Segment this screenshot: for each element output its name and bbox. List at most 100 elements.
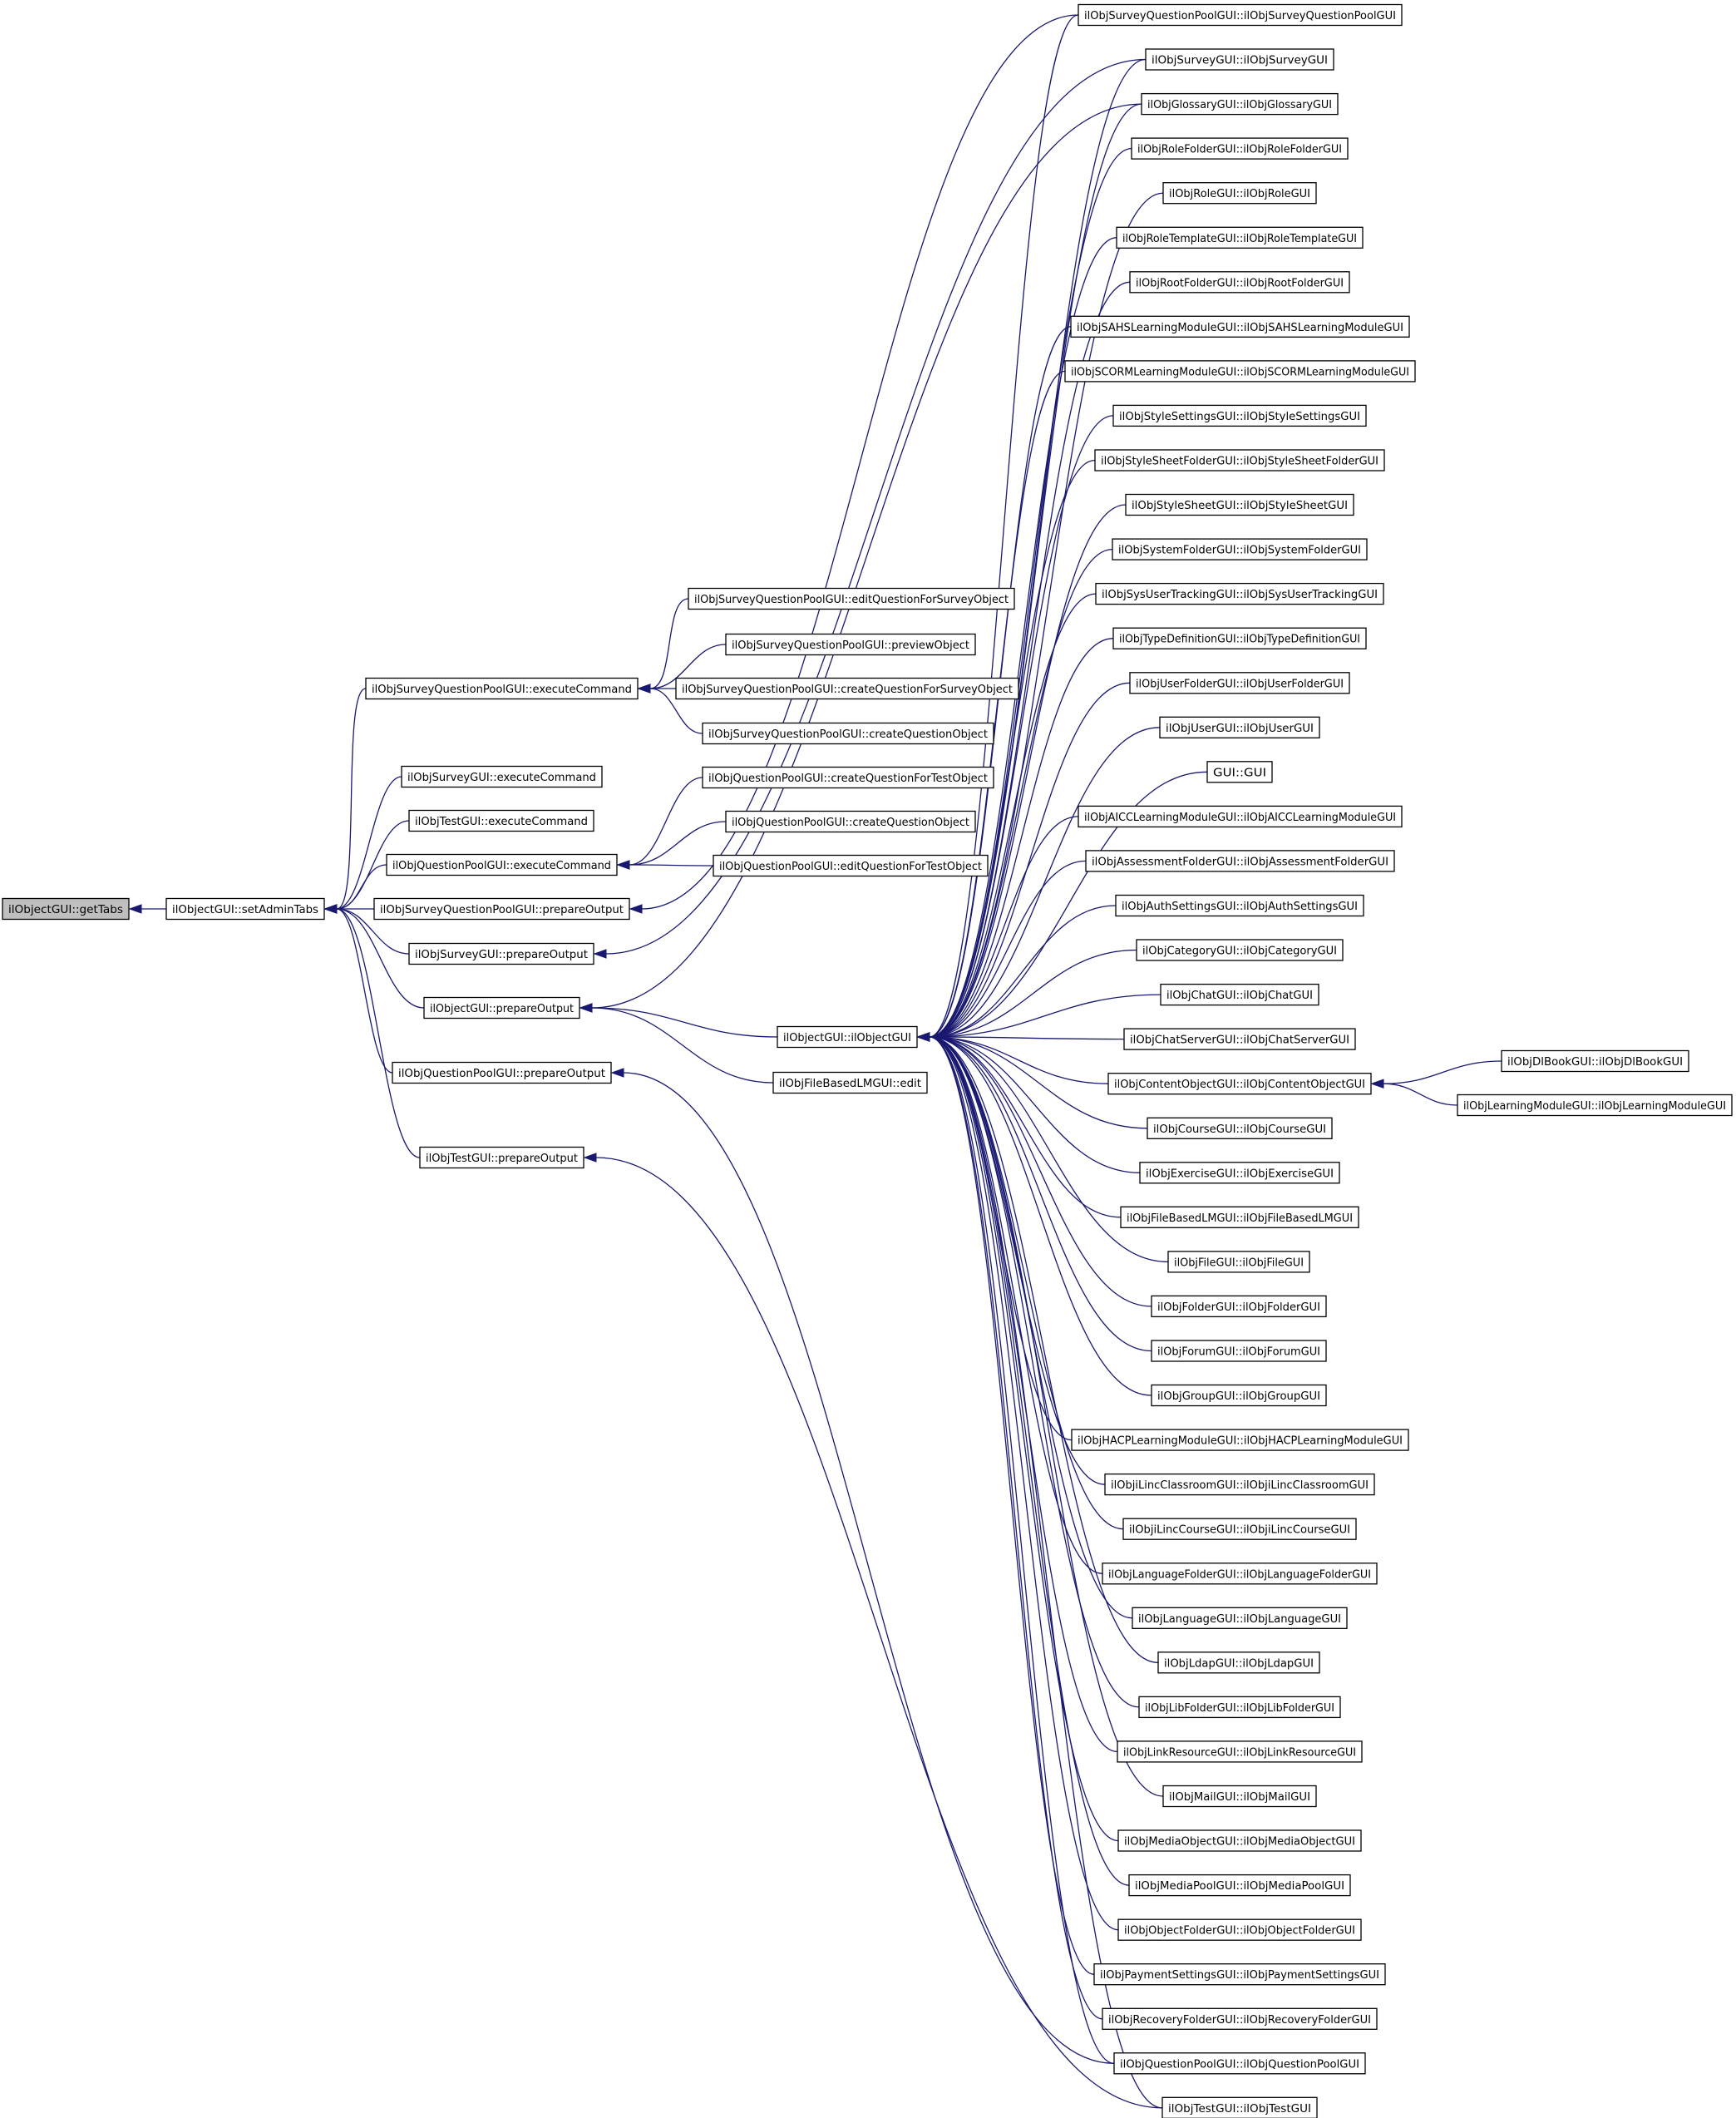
node-label: ilObjHACPLearningModuleGUI::ilObjHACPLea… xyxy=(1078,1434,1403,1448)
node-label: ilObjMediaObjectGUI::ilObjMediaObjectGUI xyxy=(1124,1835,1355,1849)
graph-node-qp-prep[interactable]: ilObjQuestionPoolGUI::prepareOutput xyxy=(392,1061,612,1084)
edge-line xyxy=(929,14,1079,1038)
graph-node-c-langfolder[interactable]: ilObjLanguageFolderGUI::ilObjLanguageFol… xyxy=(1102,1563,1378,1585)
graph-node-c-systemfolder[interactable]: ilObjSystemFolderGUI::ilObjSystemFolderG… xyxy=(1112,538,1368,560)
edge-line xyxy=(929,459,1096,1038)
graph-node-sqp-editq[interactable]: ilObjSurveyQuestionPoolGUI::editQuestion… xyxy=(688,587,1015,610)
graph-node-c-forum[interactable]: ilObjForumGUI::ilObjForumGUI xyxy=(1151,1340,1327,1362)
graph-node-c-gui[interactable]: GUI::GUI xyxy=(1206,761,1273,783)
graph-node-c-sahs[interactable]: ilObjSAHSLearningModuleGUI::ilObjSAHSLea… xyxy=(1070,315,1410,338)
node-box xyxy=(1102,1563,1378,1585)
graph-node-c-authsettings[interactable]: ilObjAuthSettingsGUI::ilObjAuthSettingsG… xyxy=(1115,894,1364,917)
edge-line xyxy=(336,908,410,955)
graph-node-c-hacp[interactable]: ilObjHACPLearningModuleGUI::ilObjHACPLea… xyxy=(1071,1429,1409,1451)
graph-node-test-prep[interactable]: ilObjTestGUI::prepareOutput xyxy=(419,1146,584,1169)
node-label: ilObjObjectFolderGUI::ilObjObjectFolderG… xyxy=(1124,1924,1355,1938)
graph-node-qp-editqt[interactable]: ilObjQuestionPoolGUI::editQuestionForTes… xyxy=(713,854,989,877)
graph-node-c-libfolder[interactable]: ilObjLibFolderGUI::ilObjLibFolderGUI xyxy=(1138,1696,1341,1719)
graph-node-setAdminTabs[interactable]: ilObjectGUI::setAdminTabs xyxy=(165,897,325,921)
graph-node-qp-createqt[interactable]: ilObjQuestionPoolGUI::createQuestionForT… xyxy=(702,766,994,789)
call-edge xyxy=(916,1032,1073,1441)
graph-node-test-exec[interactable]: ilObjTestGUI::executeCommand xyxy=(408,809,594,832)
graph-node-c-glossary[interactable]: ilObjGlossaryGUI::ilObjGlossaryGUI xyxy=(1141,92,1339,116)
graph-node-c-survey[interactable]: ilObjSurveyGUI::ilObjSurveyGUI xyxy=(1145,48,1334,71)
node-label: ilObjLibFolderGUI::ilObjLibFolderGUI xyxy=(1145,1701,1334,1715)
graph-node-survey-exec[interactable]: ilObjSurveyGUI::executeCommand xyxy=(401,765,603,788)
node-label: ilObjectGUI::ilObjectGUI xyxy=(783,1031,911,1044)
node-box xyxy=(1064,360,1416,383)
graph-node-c-sqp[interactable]: ilObjSurveyQuestionPoolGUI::ilObjSurveyQ… xyxy=(1078,3,1403,27)
call-edge xyxy=(916,1032,1164,1797)
graph-node-c-scorm[interactable]: ilObjSCORMLearningModuleGUI::ilObjSCORML… xyxy=(1064,360,1416,383)
graph-node-c-category[interactable]: ilObjCategoryGUI::ilObjCategoryGUI xyxy=(1136,939,1344,961)
node-box xyxy=(1138,1696,1341,1719)
graph-node-c-paymentsettings[interactable]: ilObjPaymentSettingsGUI::ilObjPaymentSet… xyxy=(1093,1963,1386,1986)
graph-node-c-stylesheetfolder[interactable]: ilObjStyleSheetFolderGUI::ilObjStyleShee… xyxy=(1094,449,1385,471)
node-box xyxy=(1457,1094,1733,1117)
node-label: ilObjFileBasedLMGUI::edit xyxy=(779,1077,921,1090)
graph-node-c-assessfolder[interactable]: ilObjAssessmentFolderGUI::ilObjAssessmen… xyxy=(1085,850,1395,872)
graph-node-survey-prep[interactable]: ilObjSurveyGUI::prepareOutput xyxy=(408,942,594,965)
graph-node-sqp-preview[interactable]: ilObjSurveyQuestionPoolGUI::previewObjec… xyxy=(725,633,976,656)
node-label: ilObjCourseGUI::ilObjCourseGUI xyxy=(1153,1123,1326,1136)
call-edge xyxy=(916,905,1117,1042)
graph-node-c-userfolder[interactable]: ilObjUserFolderGUI::ilObjUserFolderGUI xyxy=(1129,672,1350,694)
graph-node-c-linccourse[interactable]: ilObjiLincCourseGUI::ilObjiLincCourseGUI xyxy=(1122,1518,1357,1540)
graph-node-getTabs[interactable]: ilObjectGUI::getTabs xyxy=(2,897,130,921)
graph-node-c-contentobject[interactable]: ilObjContentObjectGUI::ilObjContentObjec… xyxy=(1107,1073,1372,1095)
node-box xyxy=(1071,1429,1409,1451)
graph-node-c-user[interactable]: ilObjUserGUI::ilObjUserGUI xyxy=(1159,716,1320,738)
graph-node-c-test[interactable]: ilObjTestGUI::ilObjTestGUI xyxy=(1161,2096,1318,2118)
node-box xyxy=(688,587,1015,610)
graph-node-fblm-edit[interactable]: ilObjFileBasedLMGUI::edit xyxy=(772,1071,928,1094)
graph-node-c-folder[interactable]: ilObjFolderGUI::ilObjFolderGUI xyxy=(1151,1295,1327,1318)
graph-node-c-mediaobject[interactable]: ilObjMediaObjectGUI::ilObjMediaObjectGUI xyxy=(1117,1829,1362,1852)
graph-node-sqp-createqs[interactable]: ilObjSurveyQuestionPoolGUI::createQuesti… xyxy=(675,677,1019,700)
graph-node-c-course[interactable]: ilObjCourseGUI::ilObjCourseGUI xyxy=(1147,1117,1333,1139)
graph-node-c-group[interactable]: ilObjGroupGUI::ilObjGroupGUI xyxy=(1151,1384,1327,1407)
node-box xyxy=(1151,1295,1327,1318)
graph-node-c-mail[interactable]: ilObjMailGUI::ilObjMailGUI xyxy=(1162,1785,1317,1808)
graph-node-c-rolefolder[interactable]: ilObjRoleFolderGUI::ilObjRoleFolderGUI xyxy=(1131,137,1349,160)
node-box xyxy=(1116,226,1364,249)
call-edge xyxy=(637,684,703,734)
node-box xyxy=(1145,48,1334,71)
graph-node-sqp-createq[interactable]: ilObjSurveyQuestionPoolGUI::createQuesti… xyxy=(702,722,994,745)
graph-node-c-rootfolder[interactable]: ilObjRootFolderGUI::ilObjRootFolderGUI xyxy=(1129,271,1350,294)
graph-node-c-stylesheet[interactable]: ilObjStyleSheetGUI::ilObjStyleSheetGUI xyxy=(1125,493,1354,516)
graph-node-c-dlbook[interactable]: ilObjDlBookGUI::ilObjDlBookGUI xyxy=(1501,1049,1689,1073)
graph-node-qp-exec[interactable]: ilObjQuestionPoolGUI::executeCommand xyxy=(386,853,618,876)
graph-node-c-language[interactable]: ilObjLanguageGUI::ilObjLanguageGUI xyxy=(1132,1607,1348,1629)
graph-node-c-stylesettings[interactable]: ilObjStyleSettingsGUI::ilObjStyleSetting… xyxy=(1112,404,1367,427)
edge-line xyxy=(929,727,1161,1038)
graph-node-c-typedef[interactable]: ilObjTypeDefinitionGUI::ilObjTypeDefinit… xyxy=(1112,627,1367,649)
graph-node-sqp-exec[interactable]: ilObjSurveyQuestionPoolGUI::executeComma… xyxy=(365,677,639,700)
graph-node-c-learningmodule[interactable]: ilObjLearningModuleGUI::ilObjLearningMod… xyxy=(1457,1094,1733,1117)
graph-node-c-recoveryfolder[interactable]: ilObjRecoveryFolderGUI::ilObjRecoveryFol… xyxy=(1102,2007,1378,2030)
edge-line xyxy=(929,1036,1159,1663)
graph-node-c-questionpool[interactable]: ilObjQuestionPoolGUI::ilObjQuestionPoolG… xyxy=(1113,2052,1366,2075)
graph-node-obj-prep[interactable]: ilObjectGUI::prepareOutput xyxy=(423,996,580,1020)
graph-node-c-aicc[interactable]: ilObjAICCLearningModuleGUI::ilObjAICCLea… xyxy=(1078,805,1403,828)
graph-node-c-objectfolder[interactable]: ilObjObjectFolderGUI::ilObjObjectFolderG… xyxy=(1117,1918,1362,1941)
graph-node-c-role[interactable]: ilObjRoleGUI::ilObjRoleGUI xyxy=(1162,182,1317,205)
graph-node-c-linkresource[interactable]: ilObjLinkResourceGUI::ilObjLinkResourceG… xyxy=(1117,1740,1363,1763)
graph-node-c-sysusertracking[interactable]: ilObjSysUserTrackingGUI::ilObjSysUserTra… xyxy=(1095,582,1384,605)
node-label: ilObjUserFolderGUI::ilObjUserFolderGUI xyxy=(1136,677,1344,690)
graph-node-c-ldap[interactable]: ilObjLdapGUI::ilObjLdapGUI xyxy=(1157,1651,1320,1674)
graph-node-c-filebasedlm[interactable]: ilObjFileBasedLMGUI::ilObjFileBasedLMGUI xyxy=(1120,1206,1359,1228)
node-box xyxy=(1117,1918,1362,1941)
graph-node-c-lincclassroom[interactable]: ilObjiLincClassroomGUI::ilObjiLincClassr… xyxy=(1104,1473,1375,1496)
node-box xyxy=(2,897,130,921)
node-label: ilObjChatGUI::ilObjChatGUI xyxy=(1166,989,1313,1002)
graph-node-c-chatserver[interactable]: ilObjChatServerGUI::ilObjChatServerGUI xyxy=(1123,1028,1356,1050)
graph-node-c-chat[interactable]: ilObjChatGUI::ilObjChatGUI xyxy=(1160,983,1319,1006)
graph-node-c-mediapool[interactable]: ilObjMediaPoolGUI::ilObjMediaPoolGUI xyxy=(1128,1874,1351,1897)
graph-node-sqp-prep[interactable]: ilObjSurveyQuestionPoolGUI::prepareOutpu… xyxy=(373,897,630,921)
graph-node-c-exercise[interactable]: ilObjExerciseGUI::ilObjExerciseGUI xyxy=(1139,1162,1340,1184)
graph-node-c-file[interactable]: ilObjFileGUI::ilObjFileGUI xyxy=(1167,1251,1310,1273)
graph-node-c-roletpl[interactable]: ilObjRoleTemplateGUI::ilObjRoleTemplateG… xyxy=(1116,226,1364,249)
graph-node-obj-ctor[interactable]: ilObjectGUI::ilObjectGUI xyxy=(777,1025,918,1049)
call-edge xyxy=(323,904,421,1158)
graph-node-qp-createq[interactable]: ilObjQuestionPoolGUI::createQuestionObje… xyxy=(725,810,976,833)
